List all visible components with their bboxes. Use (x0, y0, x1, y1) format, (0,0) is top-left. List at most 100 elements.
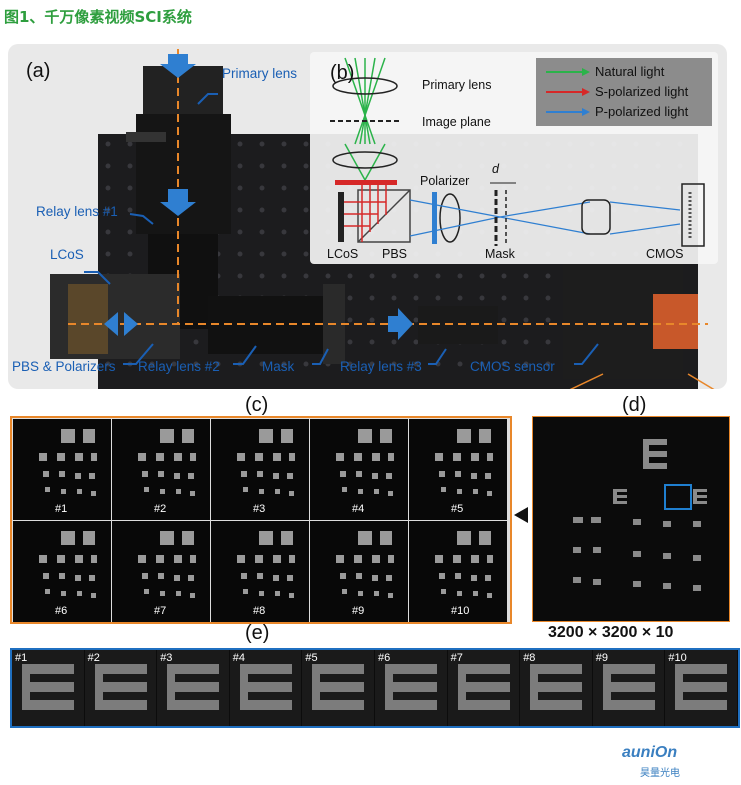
table-hole (215, 361, 221, 367)
table-hole (105, 251, 111, 257)
table-hole (545, 361, 551, 367)
zoom-pattern (239, 664, 292, 710)
table-hole (237, 229, 243, 235)
zoom-frame: #8 (520, 650, 592, 726)
watermark-logo-text: auniOn (622, 744, 678, 761)
label-mask: Mask (262, 359, 295, 374)
table-hole (391, 295, 397, 301)
diagram-label-polarizer: Polarizer (420, 174, 470, 188)
frame-pattern (237, 429, 295, 496)
table-hole (193, 361, 199, 367)
table-hole (105, 229, 111, 235)
frame-number: #9 (352, 605, 365, 617)
table-hole (347, 317, 353, 323)
table-hole (127, 141, 133, 147)
table-hole (369, 317, 375, 323)
frame-thumbnail: #5 (409, 419, 507, 520)
table-hole (237, 273, 243, 279)
zoom-pattern (94, 664, 147, 710)
zoom-pattern (675, 664, 728, 710)
table-hole (281, 163, 287, 169)
table-hole (391, 339, 397, 345)
table-hole (303, 361, 309, 367)
table-hole (259, 361, 265, 367)
watermark-cn-text: 昊量光电 (640, 768, 680, 779)
panel-c-label: (c) (245, 394, 269, 416)
table-hole (391, 361, 397, 367)
table-hole (391, 273, 397, 279)
table-hole (545, 339, 551, 345)
zoom-frame: #2 (84, 650, 157, 726)
frame-pattern (138, 429, 196, 496)
left-arrow-icon (514, 507, 528, 523)
zoom-pattern (385, 664, 437, 710)
zoom-frame: #6 (375, 650, 447, 726)
table-hole (413, 295, 419, 301)
legend-p-polarized: P-polarized light (595, 104, 689, 119)
label-primary-lens: Primary lens (222, 66, 298, 81)
diagram-label-cmos: CMOS (646, 247, 684, 261)
table-hole (523, 339, 529, 345)
table-hole (237, 251, 243, 257)
table-hole (545, 317, 551, 323)
table-hole (105, 163, 111, 169)
table-hole (303, 163, 309, 169)
table-hole (347, 295, 353, 301)
table-hole (237, 163, 243, 169)
table-hole (347, 273, 353, 279)
table-hole (457, 361, 463, 367)
table-hole (281, 185, 287, 191)
table-hole (127, 207, 133, 213)
frame-thumbnail: #6 (13, 521, 111, 622)
table-hole (303, 207, 309, 213)
zoom-frame: #4 (229, 650, 302, 726)
table-hole (369, 361, 375, 367)
table-hole (479, 295, 485, 301)
table-hole (259, 163, 265, 169)
table-hole (259, 207, 265, 213)
table-hole (127, 163, 133, 169)
label-relay-lens-3: Relay lens #3 (340, 359, 422, 374)
table-hole (413, 273, 419, 279)
table-hole (501, 317, 507, 323)
table-hole (523, 273, 529, 279)
zoom-frame: #1 (12, 650, 84, 726)
table-hole (281, 207, 287, 213)
resolution-target-image (573, 439, 707, 591)
table-hole (149, 361, 155, 367)
zoom-pattern (22, 664, 74, 710)
table-hole (281, 141, 287, 147)
table-hole (325, 273, 331, 279)
diagram-label-primary-lens: Primary lens (422, 78, 492, 92)
diagram-label-image-plane: Image plane (422, 115, 491, 129)
table-hole (347, 339, 353, 345)
panel-d-fullframe (532, 416, 730, 622)
frame-number: #7 (154, 605, 167, 617)
frame-number: #3 (253, 503, 266, 515)
frame-number: #5 (451, 503, 464, 515)
zoom-pattern (530, 664, 583, 710)
table-hole (413, 339, 419, 345)
zoom-frame: #9 (592, 650, 665, 726)
frame-pattern (336, 429, 394, 496)
table-hole (369, 273, 375, 279)
table-hole (259, 251, 265, 257)
table-hole (127, 251, 133, 257)
panel-c-frames: #1#2#3#4#5#6#7#8#9#10 (10, 416, 512, 624)
table-hole (281, 229, 287, 235)
table-hole (523, 295, 529, 301)
table-hole (501, 361, 507, 367)
table-hole (501, 295, 507, 301)
table-hole (303, 273, 309, 279)
table-hole (259, 273, 265, 279)
frame-thumbnail: #3 (211, 419, 309, 520)
diagram-label-mask: Mask (485, 247, 515, 261)
frame-pattern (138, 531, 196, 598)
zoom-frame-number: #10 (668, 652, 687, 664)
table-hole (523, 317, 529, 323)
frame-number: #8 (253, 605, 266, 617)
label-relay-lens-2: Relay lens #2 (138, 359, 220, 374)
table-hole (105, 141, 111, 147)
zoom-frame-number: #5 (305, 652, 318, 664)
diagram-label-pbs: PBS (382, 247, 408, 261)
